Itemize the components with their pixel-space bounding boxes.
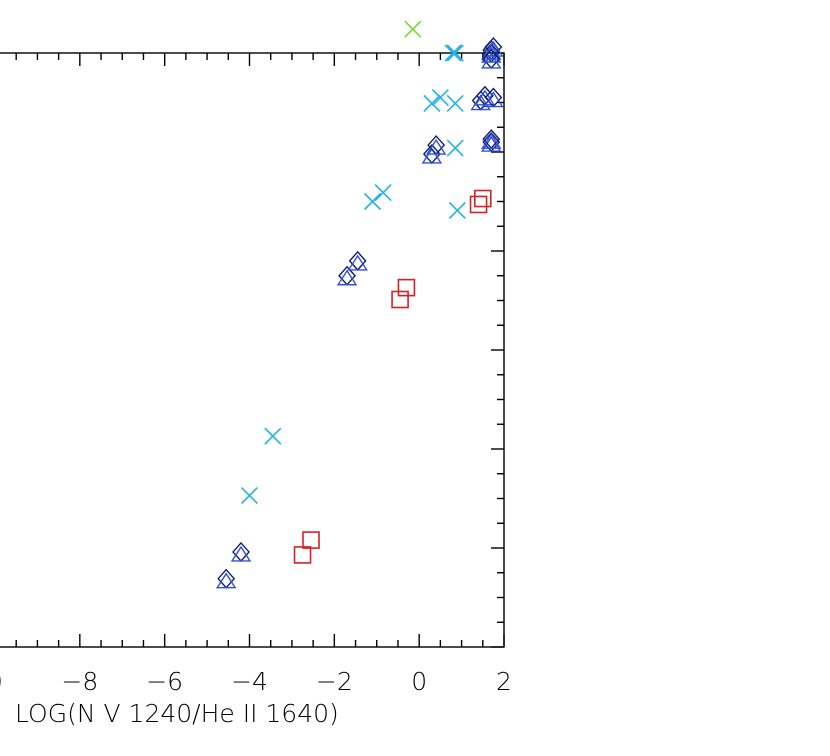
x-tick-label: −8 <box>61 667 98 696</box>
data-point <box>480 48 502 69</box>
x-marker-stroke <box>448 201 466 219</box>
x-marker-stroke <box>374 184 392 202</box>
data-point <box>230 541 252 563</box>
triangle-marker <box>421 147 443 164</box>
x-marker-stroke <box>240 486 259 505</box>
x-marker-stroke <box>444 44 462 62</box>
data-point <box>240 486 259 505</box>
data-point <box>446 44 464 62</box>
data-point <box>293 546 312 564</box>
data-point <box>347 250 368 271</box>
plot-frame <box>0 52 505 648</box>
data-point <box>431 88 449 107</box>
data-point <box>473 189 492 208</box>
x-tick-label: 0 <box>0 667 3 696</box>
data-point <box>469 195 488 214</box>
data-point <box>302 531 320 549</box>
x-tick-label: 0 <box>411 667 427 696</box>
x-marker-stroke <box>363 192 382 211</box>
x-marker-stroke <box>264 427 282 445</box>
x-tick-label: −6 <box>146 667 183 696</box>
square-marker <box>397 278 416 297</box>
square-marker <box>473 189 492 208</box>
data-points <box>215 20 504 589</box>
diamond-marker <box>348 250 367 271</box>
data-point <box>363 192 382 211</box>
data-point <box>448 201 466 219</box>
data-point <box>404 20 422 38</box>
triangle-marker <box>480 52 502 69</box>
x-marker-stroke <box>404 20 422 38</box>
data-point <box>215 568 237 589</box>
plot-border <box>0 52 505 648</box>
square-marker <box>302 531 320 549</box>
data-point <box>425 135 447 156</box>
triangle-marker <box>480 132 502 149</box>
data-point <box>483 87 504 108</box>
triangle-marker <box>347 254 368 271</box>
diamond-marker <box>217 568 236 589</box>
data-point <box>423 94 441 113</box>
data-point <box>391 290 409 309</box>
x-tick-label: −2 <box>316 667 353 696</box>
triangle-marker <box>336 269 358 286</box>
data-point <box>264 427 282 445</box>
square-marker <box>293 546 312 564</box>
x-marker-stroke <box>423 94 441 113</box>
data-point <box>446 139 464 157</box>
data-point <box>421 143 443 165</box>
x-axis-ticks <box>15 53 505 647</box>
triangle-marker <box>215 572 237 589</box>
x-marker-stroke <box>431 88 449 107</box>
data-point <box>336 265 358 286</box>
data-point <box>374 184 392 202</box>
x-marker-stroke <box>446 139 464 157</box>
x-marker-stroke <box>446 94 464 113</box>
triangle-marker <box>470 94 491 111</box>
x-tick-label: −4 <box>231 667 268 696</box>
data-point <box>446 94 464 113</box>
diamond-marker <box>232 541 250 563</box>
square-marker <box>469 195 488 214</box>
x-marker-stroke <box>446 44 464 62</box>
triangle-marker <box>230 545 252 562</box>
x-axis-label: LOG(N V 1240/He II 1640) <box>15 699 339 728</box>
data-point <box>397 278 416 297</box>
data-point <box>480 129 502 150</box>
x-axis-tick-labels: 0 −8 −6 −4 −2 0 2 <box>0 667 512 696</box>
x-tick-label: 2 <box>496 667 512 696</box>
data-point <box>444 44 462 62</box>
square-marker <box>391 290 409 309</box>
triangle-marker <box>425 138 447 155</box>
triangle-marker <box>483 91 504 108</box>
